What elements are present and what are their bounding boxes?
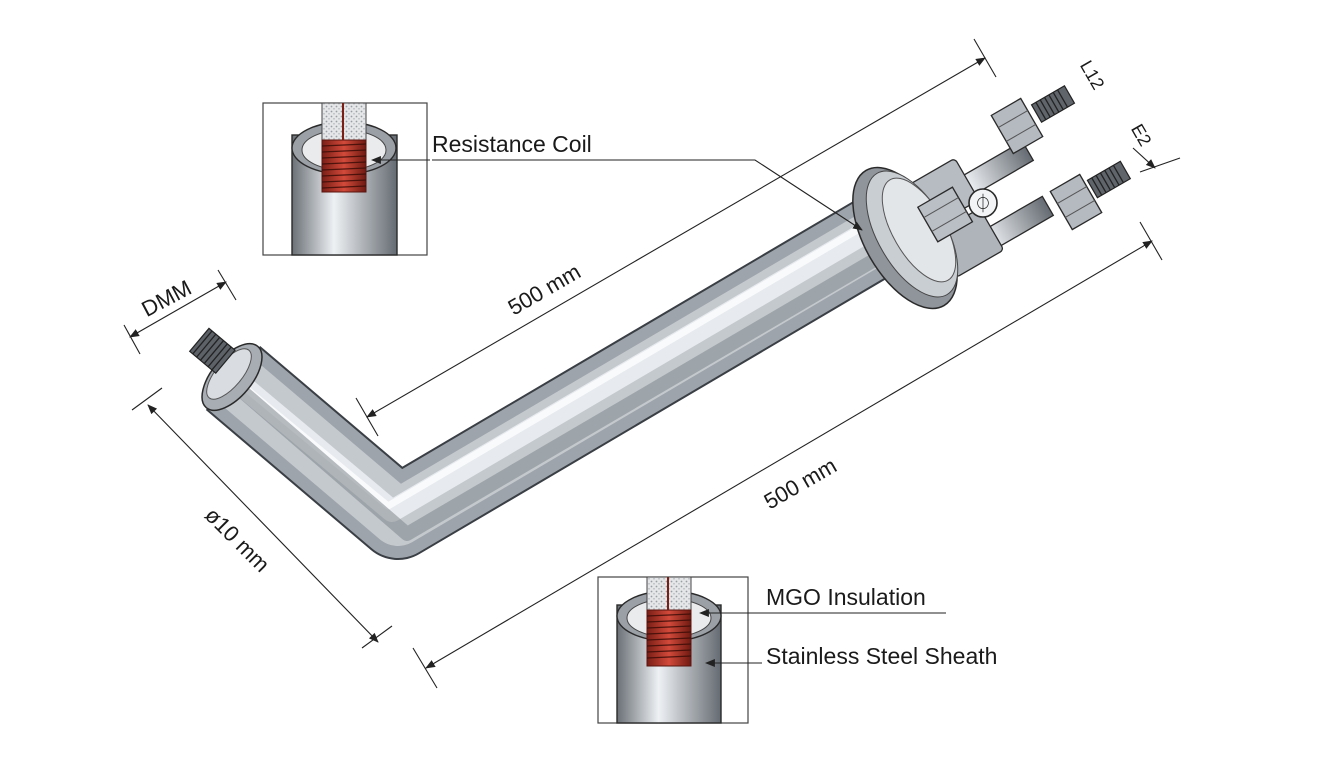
callout-mgo-insulation: MGO Insulation [766,584,926,610]
dimension-end-width-label: DMM [137,275,195,322]
thread-lower [1086,160,1132,199]
dimension-diameter [131,387,393,649]
ground-symbol: ⏀ [974,193,992,214]
dimension-lower-length [412,221,1163,689]
leader-resistance-coil [432,159,863,231]
thread-upper [1030,85,1076,123]
hex-nut-upper [990,97,1044,155]
inset-mgo-sheath [597,576,749,724]
callout-sheath: Stainless Steel Sheath [766,643,997,669]
dimension-upper-label: 500 mm [504,259,585,320]
dimension-end-width [123,269,237,355]
inset-resistance-coil [262,102,428,256]
dimension-diameter-label: ø10 mm [200,502,275,577]
hex-nut-lower [1049,173,1103,231]
left-end-cap [201,343,263,411]
callout-resistance-coil: Resistance Coil [432,131,592,157]
terminal-2-label: E2 [1127,120,1155,149]
terminal-1-label: L12 [1076,57,1108,93]
dimension-terminal-2 [1132,147,1181,173]
left-threaded-stub [188,327,236,375]
dimension-lower-label: 500 mm [760,453,841,514]
